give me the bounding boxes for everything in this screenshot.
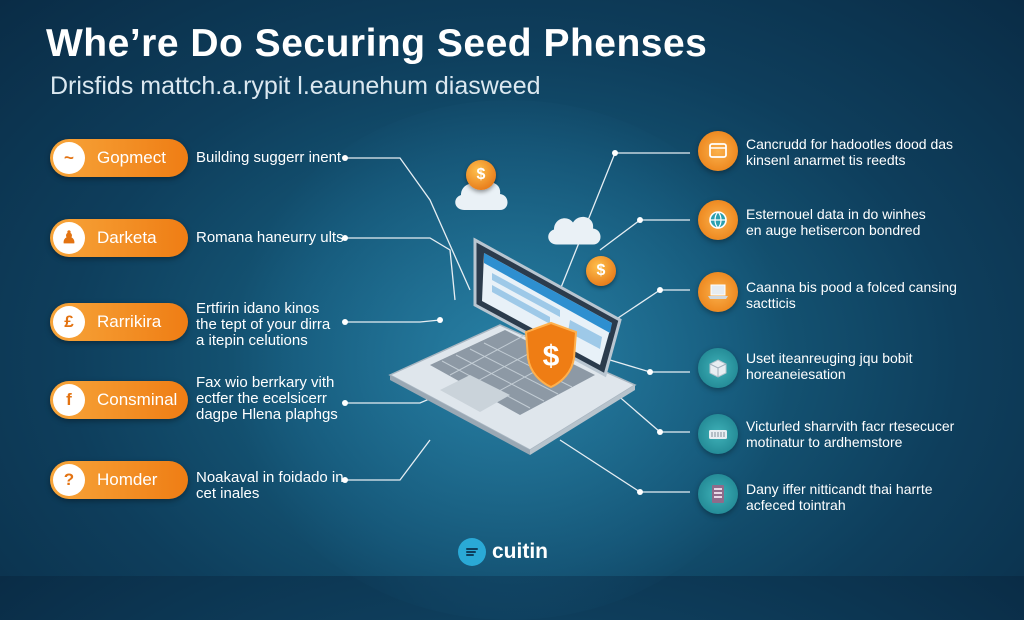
left-item-consminal[interactable]: f Consminal xyxy=(50,381,188,419)
left-item-description: Romana haneurry ults xyxy=(196,229,344,246)
server-icon[interactable] xyxy=(698,474,738,514)
left-item-gopmect[interactable]: ~ Gopmect xyxy=(50,139,188,177)
right-item-description: Caanna bis pood a folced cansing sacttic… xyxy=(746,279,957,311)
brand-logo[interactable]: cuitin xyxy=(458,538,548,566)
left-item-darketa[interactable]: ♟ Darketa xyxy=(50,219,188,257)
facebook-icon: f xyxy=(53,384,85,416)
page-title: Whe’re Do Securing Seed Phenses xyxy=(46,22,708,65)
brand-name: cuitin xyxy=(492,540,548,563)
left-item-label: Rarrikira xyxy=(97,312,162,331)
left-item-description: Ertfirin idano kinos the tept of your di… xyxy=(196,300,331,349)
brand-mark-icon xyxy=(458,538,486,566)
right-item-description: Uset iteanreuging jqu bobit horeaneiesat… xyxy=(746,350,913,382)
storage-box-icon[interactable] xyxy=(698,348,738,388)
laptop-icon[interactable] xyxy=(698,272,738,312)
left-item-description: Fax wio berrkary vith ectfer the ecelsic… xyxy=(196,374,338,423)
right-item-description: Dany iffer nitticandt thai harrte acfece… xyxy=(746,481,933,513)
shield-letter-icon: £ xyxy=(53,306,85,338)
shield-dollar-icon: $ xyxy=(524,321,578,389)
browser-icon[interactable] xyxy=(698,131,738,171)
shield-symbol: $ xyxy=(543,340,560,373)
coin-icon: $ xyxy=(466,160,496,190)
globe-icon[interactable] xyxy=(698,200,738,240)
coin-icon: $ xyxy=(586,256,616,286)
laptop-illustration xyxy=(388,237,637,455)
right-item-description: Cancrudd for hadootles dood das kinsenl … xyxy=(746,136,954,168)
right-item-description: Victurled sharrvith facr rtesecucer moti… xyxy=(746,418,955,450)
left-item-rarrikira[interactable]: £ Rarrikira xyxy=(50,303,188,341)
mask-icon: ~ xyxy=(53,142,85,174)
right-item-description: Esternouel data in do winhes en auge het… xyxy=(746,206,926,238)
left-item-description: Noakaval in foidado in cet inales xyxy=(196,469,344,502)
left-item-label: Homder xyxy=(97,470,158,489)
left-item-label: Gopmect xyxy=(97,148,166,167)
left-item-label: Consminal xyxy=(97,390,178,409)
connector-lines xyxy=(345,152,690,493)
page-subtitle: Drisfids mattch.a.rypit l.eaunehum diasw… xyxy=(50,72,541,100)
cloud-icon xyxy=(455,182,508,210)
question-icon: ? xyxy=(53,464,85,496)
left-item-description: Building suggerr inent xyxy=(196,149,342,166)
hardware-device-icon[interactable] xyxy=(698,414,738,454)
left-item-homder[interactable]: ? Homder xyxy=(50,461,188,499)
figure-icon: ♟ xyxy=(53,222,85,254)
cloud-icon xyxy=(548,216,601,245)
left-item-label: Darketa xyxy=(97,228,157,247)
